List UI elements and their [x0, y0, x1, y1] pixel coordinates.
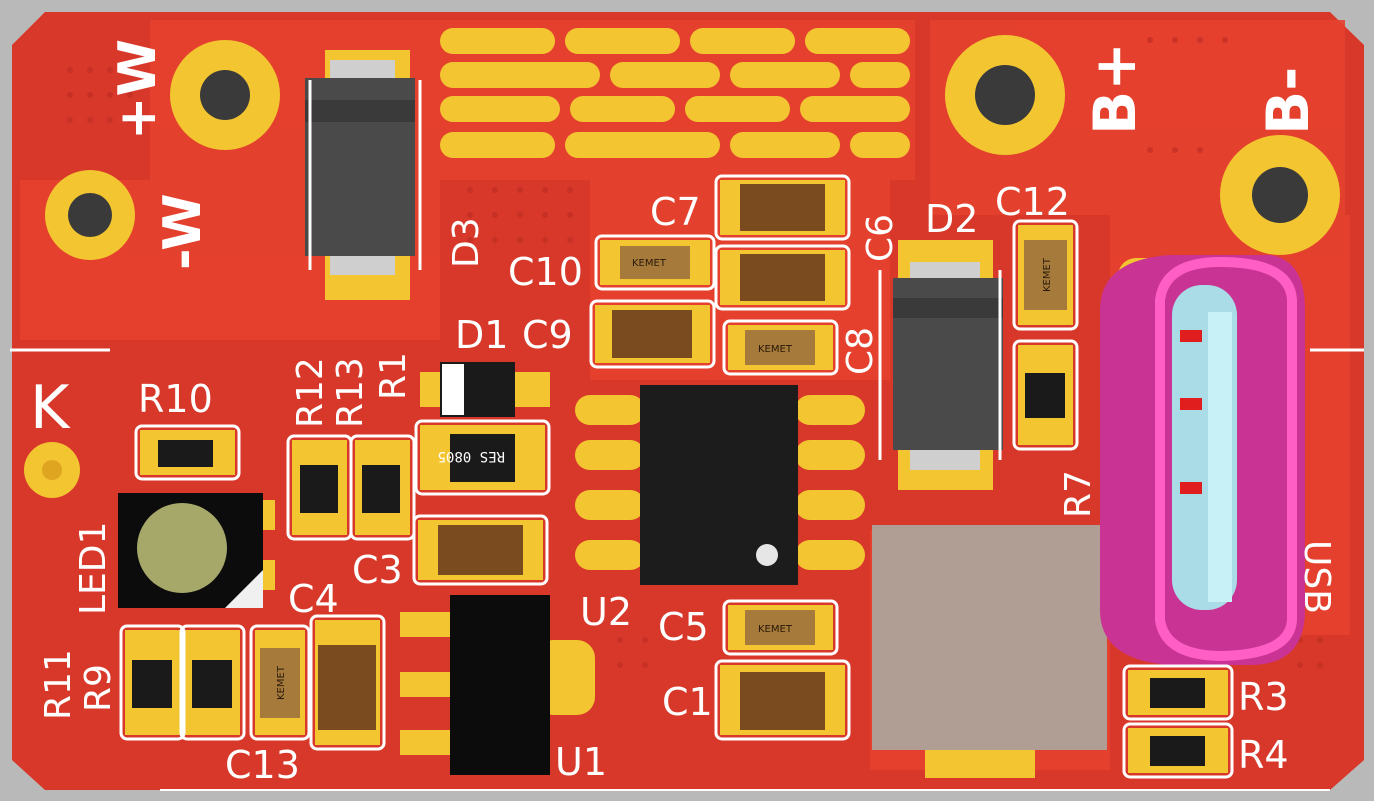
label-c7: C7	[650, 190, 701, 234]
label-w-plus: +W	[108, 39, 168, 140]
label-c6: C6	[860, 214, 901, 262]
cap-brand-c12: KEMET	[1042, 257, 1053, 292]
label-c4: C4	[288, 577, 339, 621]
label-r9: R9	[78, 664, 119, 712]
label-r7: R7	[1058, 470, 1099, 518]
label-w-minus: -W	[153, 193, 213, 270]
label-led1: LED1	[73, 522, 114, 615]
cap-brand-c10: KEMET	[632, 258, 667, 269]
capacitors	[255, 180, 1073, 745]
label-r10: R10	[138, 377, 213, 421]
ic-u2	[575, 385, 865, 585]
silkscreen-outlines	[119, 80, 1234, 779]
ic-u1	[400, 595, 595, 775]
inductor	[872, 525, 1107, 778]
slot-pads	[440, 28, 910, 158]
label-r11: R11	[38, 649, 79, 720]
label-r12: R12	[290, 357, 331, 428]
label-r1: R1	[373, 352, 414, 400]
label-b-minus: B-	[1254, 67, 1322, 135]
diode-d1	[420, 362, 550, 417]
label-c13: C13	[225, 743, 300, 787]
label-c10: C10	[508, 250, 583, 294]
led1	[118, 493, 275, 608]
cap-brand-c5: KEMET	[758, 624, 793, 635]
label-r3: R3	[1238, 675, 1289, 719]
label-d1: D1	[455, 313, 508, 357]
silkscreen-labels: +W -W B+ B- K D3 D2 D1 C7 C6 C12 C10 C9 …	[30, 39, 1337, 787]
diode-d2	[893, 240, 1003, 490]
label-r4: R4	[1238, 733, 1289, 777]
label-u1: U1	[555, 740, 607, 784]
label-c1: C1	[662, 680, 713, 724]
label-c9: C9	[522, 313, 573, 357]
label-usb: USB	[1296, 540, 1337, 614]
label-k: K	[30, 373, 71, 443]
cap-brand-c13: KEMET	[276, 665, 287, 700]
label-b-plus: B+	[1081, 42, 1149, 135]
cap-brand-c8: KEMET	[758, 344, 793, 355]
through-hole-pads	[24, 35, 1340, 498]
label-c5: C5	[658, 605, 709, 649]
label-u2: U2	[580, 590, 632, 634]
label-c8: C8	[840, 327, 881, 375]
usb-c-connector	[1100, 255, 1305, 665]
label-r13: R13	[330, 357, 371, 428]
label-d3: D3	[446, 217, 487, 268]
label-d2: D2	[925, 197, 978, 241]
label-c12: C12	[995, 180, 1070, 224]
diode-d3	[305, 50, 415, 300]
label-c3: C3	[352, 548, 403, 592]
resistors	[125, 345, 1228, 773]
resistor-marking: RES 0805	[438, 448, 505, 464]
